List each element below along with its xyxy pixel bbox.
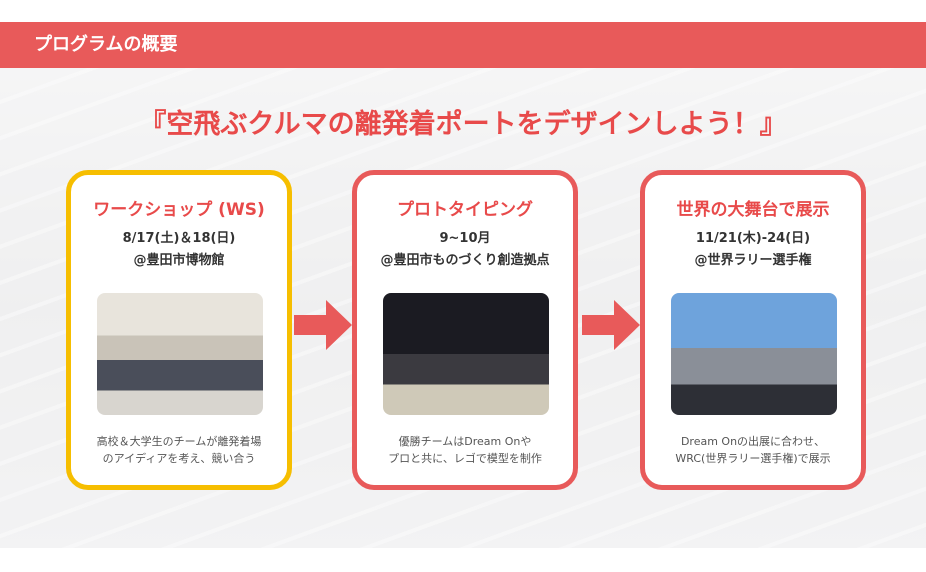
card-workshop: ワークショップ (WS) 8/17(土)＆18(日) @豊田市博物館 高校＆大学… [66,170,292,490]
card-place: @豊田市博物館 [133,253,225,268]
stadium-photo [671,293,837,415]
card-exhibition: 世界の大舞台で展示 11/21(木)-24(日) @世界ラリー選手権 Dream… [640,170,866,490]
workshop-photo [97,293,263,415]
card-description: 高校＆大学生のチームが離発着場のアイディアを考え、競い合う [96,435,262,465]
main-title: 『空飛ぶクルマの離発着ポートをデザインしよう！』 [139,109,787,140]
card-date: 9~10月 [439,231,491,246]
card-date: 8/17(土)＆18(日) [122,231,236,246]
card-date: 11/21(木)-24(日) [695,231,811,246]
card-place: @豊田市ものづくり創造拠点 [380,253,550,268]
card-place: @世界ラリー選手権 [694,253,812,268]
card-prototyping: プロトタイピング 9~10月 @豊田市ものづくり創造拠点 優勝チームはDream… [352,170,578,490]
prototyping-photo [383,293,549,415]
card-title: プロトタイピング [397,200,533,220]
arrow-right-icon [294,300,352,350]
arrow-right-icon [582,300,640,350]
card-description: Dream Onの出展に合わせ、WRC(世界ラリー選手権)で展示 [675,435,831,465]
card-description: 優勝チームはDream Onやプロと共に、レゴで模型を制作 [388,435,542,465]
card-title: ワークショップ (WS) [93,200,265,220]
section-header: プログラムの概要 [0,22,926,68]
card-title: 世界の大舞台で展示 [676,200,830,220]
